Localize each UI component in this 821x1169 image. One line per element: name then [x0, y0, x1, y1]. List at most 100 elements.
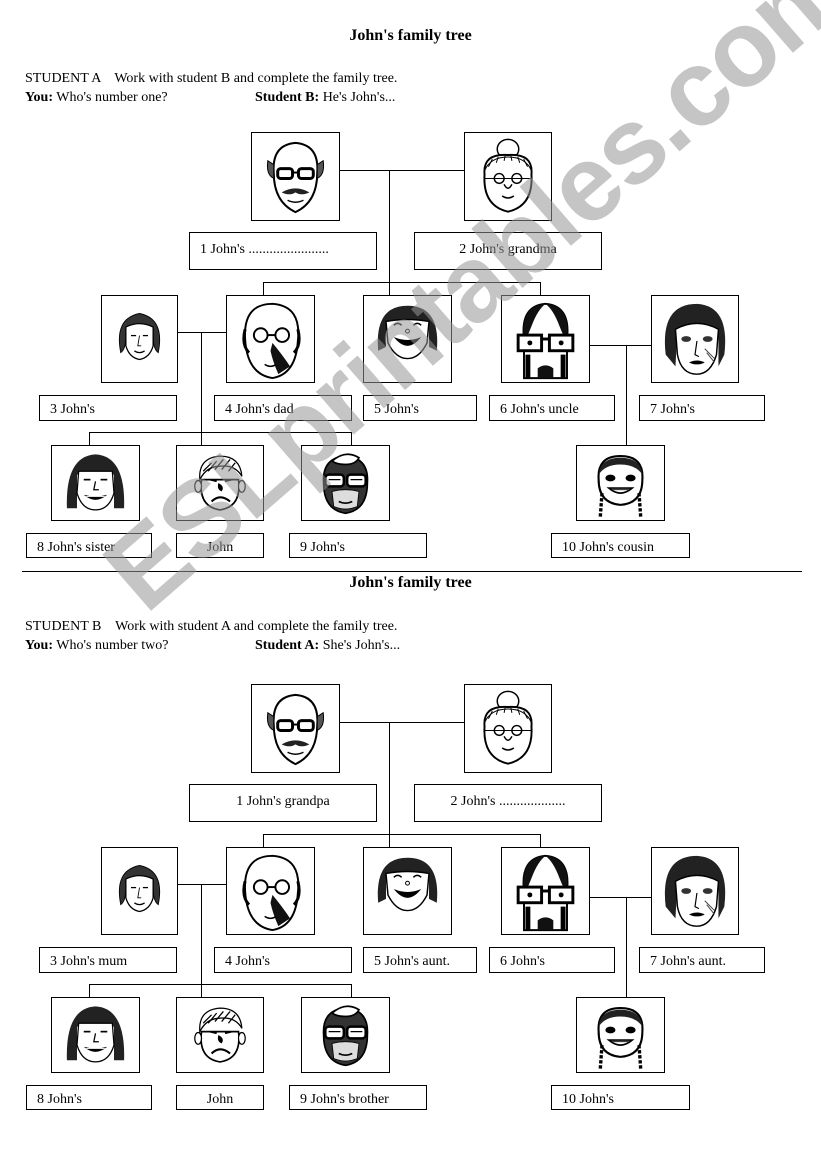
label-john[interactable]: John — [176, 1085, 264, 1110]
partner-answer: She's John's... — [322, 638, 401, 653]
grandma-portrait — [464, 132, 552, 221]
partner-label: Student A: — [255, 638, 320, 653]
aunt-7-portrait — [651, 847, 739, 935]
uncle-glasses-face-icon — [502, 848, 589, 934]
label-2[interactable]: 2 John's grandma — [414, 232, 602, 270]
label-6[interactable]: 6 John's — [489, 947, 615, 973]
sister-face-icon — [52, 998, 139, 1072]
section-a-title: John's family tree — [349, 27, 472, 44]
you-label: You: — [25, 638, 54, 653]
tree-line — [263, 282, 540, 283]
section-a-instruction: STUDENT A Work with student B and comple… — [25, 71, 397, 87]
section-b-instruction: STUDENT B Work with student A and comple… — [25, 619, 397, 635]
you-question: Who's number one? — [56, 90, 168, 105]
aunt-5-portrait — [363, 847, 452, 935]
label-4[interactable]: 4 John's dad — [214, 395, 352, 421]
section-a-dialogue: You: Who's number one? — [25, 90, 168, 106]
sister-face-icon — [52, 446, 139, 520]
tree-line — [201, 332, 202, 446]
brother-portrait — [301, 997, 390, 1073]
tree-line — [339, 170, 464, 171]
mother-face-icon — [102, 848, 177, 934]
tree-line — [540, 834, 541, 848]
john-face-icon — [177, 446, 263, 520]
label-5[interactable]: 5 John's aunt. — [363, 947, 477, 973]
tree-line — [589, 345, 652, 346]
tree-line — [89, 984, 90, 998]
section-b-title: John's family tree — [349, 574, 472, 591]
john-face-icon — [177, 998, 263, 1072]
aunt-5-portrait — [363, 295, 452, 383]
label-1[interactable]: 1 John's grandpa — [189, 784, 377, 822]
partner-label: Student B: — [255, 90, 320, 105]
tree-line — [89, 432, 90, 446]
tree-line — [263, 834, 264, 848]
label-5[interactable]: 5 John's — [363, 395, 477, 421]
uncle-portrait — [501, 295, 590, 383]
tree-line — [177, 332, 227, 333]
tree-line — [540, 282, 541, 296]
label-7[interactable]: 7 John's aunt. — [639, 947, 765, 973]
tree-line — [351, 432, 352, 446]
label-4[interactable]: 4 John's — [214, 947, 352, 973]
tree-line — [389, 170, 390, 296]
student-label: STUDENT B — [25, 619, 102, 634]
mother-face-icon — [102, 296, 177, 382]
grandpa-face-icon — [252, 685, 339, 772]
label-10[interactable]: 10 John's — [551, 1085, 690, 1110]
mother-portrait — [101, 295, 178, 383]
label-7[interactable]: 7 John's — [639, 395, 765, 421]
brother-face-icon — [302, 446, 389, 520]
label-6[interactable]: 6 John's uncle — [489, 395, 615, 421]
tree-line — [177, 884, 227, 885]
father-face-icon — [227, 848, 314, 934]
label-10[interactable]: 10 John's cousin — [551, 533, 690, 558]
label-3[interactable]: 3 John's — [39, 395, 177, 421]
instruction-text: Work with student B and complete the fam… — [114, 71, 398, 86]
you-question: Who's number two? — [56, 638, 169, 653]
tree-line — [263, 282, 264, 296]
cousin-portrait — [576, 445, 665, 521]
uncle-glasses-face-icon — [502, 296, 589, 382]
label-2[interactable]: 2 John's ................... — [414, 784, 602, 822]
tree-line — [626, 897, 627, 998]
cousin-face-icon — [577, 446, 664, 520]
mother-portrait — [101, 847, 178, 935]
section-a-partner: Student B: He's John's... — [255, 90, 395, 106]
brother-portrait — [301, 445, 390, 521]
label-9[interactable]: 9 John's — [289, 533, 427, 558]
tree-line — [339, 722, 464, 723]
sister-portrait — [51, 445, 140, 521]
label-9[interactable]: 9 John's brother — [289, 1085, 427, 1110]
brother-face-icon — [302, 998, 389, 1072]
label-john[interactable]: John — [176, 533, 264, 558]
grandpa-portrait — [251, 684, 340, 773]
tree-line — [89, 432, 351, 433]
father-portrait — [226, 295, 315, 383]
aunt-laughing-face-icon — [364, 848, 451, 934]
aunt-laughing-face-icon — [364, 296, 451, 382]
cousin-face-icon — [577, 998, 664, 1072]
label-8[interactable]: 8 John's sister — [26, 533, 152, 558]
tree-line — [201, 884, 202, 998]
john-portrait — [176, 445, 264, 521]
tree-line — [626, 345, 627, 446]
label-8[interactable]: 8 John's — [26, 1085, 152, 1110]
tree-line — [351, 984, 352, 998]
aunt-7-portrait — [651, 295, 739, 383]
student-label: STUDENT A — [25, 71, 101, 86]
grandpa-portrait — [251, 132, 340, 221]
aunt-face-icon — [652, 848, 738, 934]
tree-line — [589, 897, 652, 898]
tree-line — [89, 984, 351, 985]
you-label: You: — [25, 90, 54, 105]
grandma-face-icon — [465, 685, 551, 772]
tree-line — [263, 834, 540, 835]
father-face-icon — [227, 296, 314, 382]
sister-portrait — [51, 997, 140, 1073]
grandma-portrait — [464, 684, 552, 773]
tree-line — [389, 722, 390, 848]
instruction-text: Work with student A and complete the fam… — [115, 619, 398, 634]
label-3[interactable]: 3 John's mum — [39, 947, 177, 973]
label-1[interactable]: 1 John's ....................... — [189, 232, 377, 270]
